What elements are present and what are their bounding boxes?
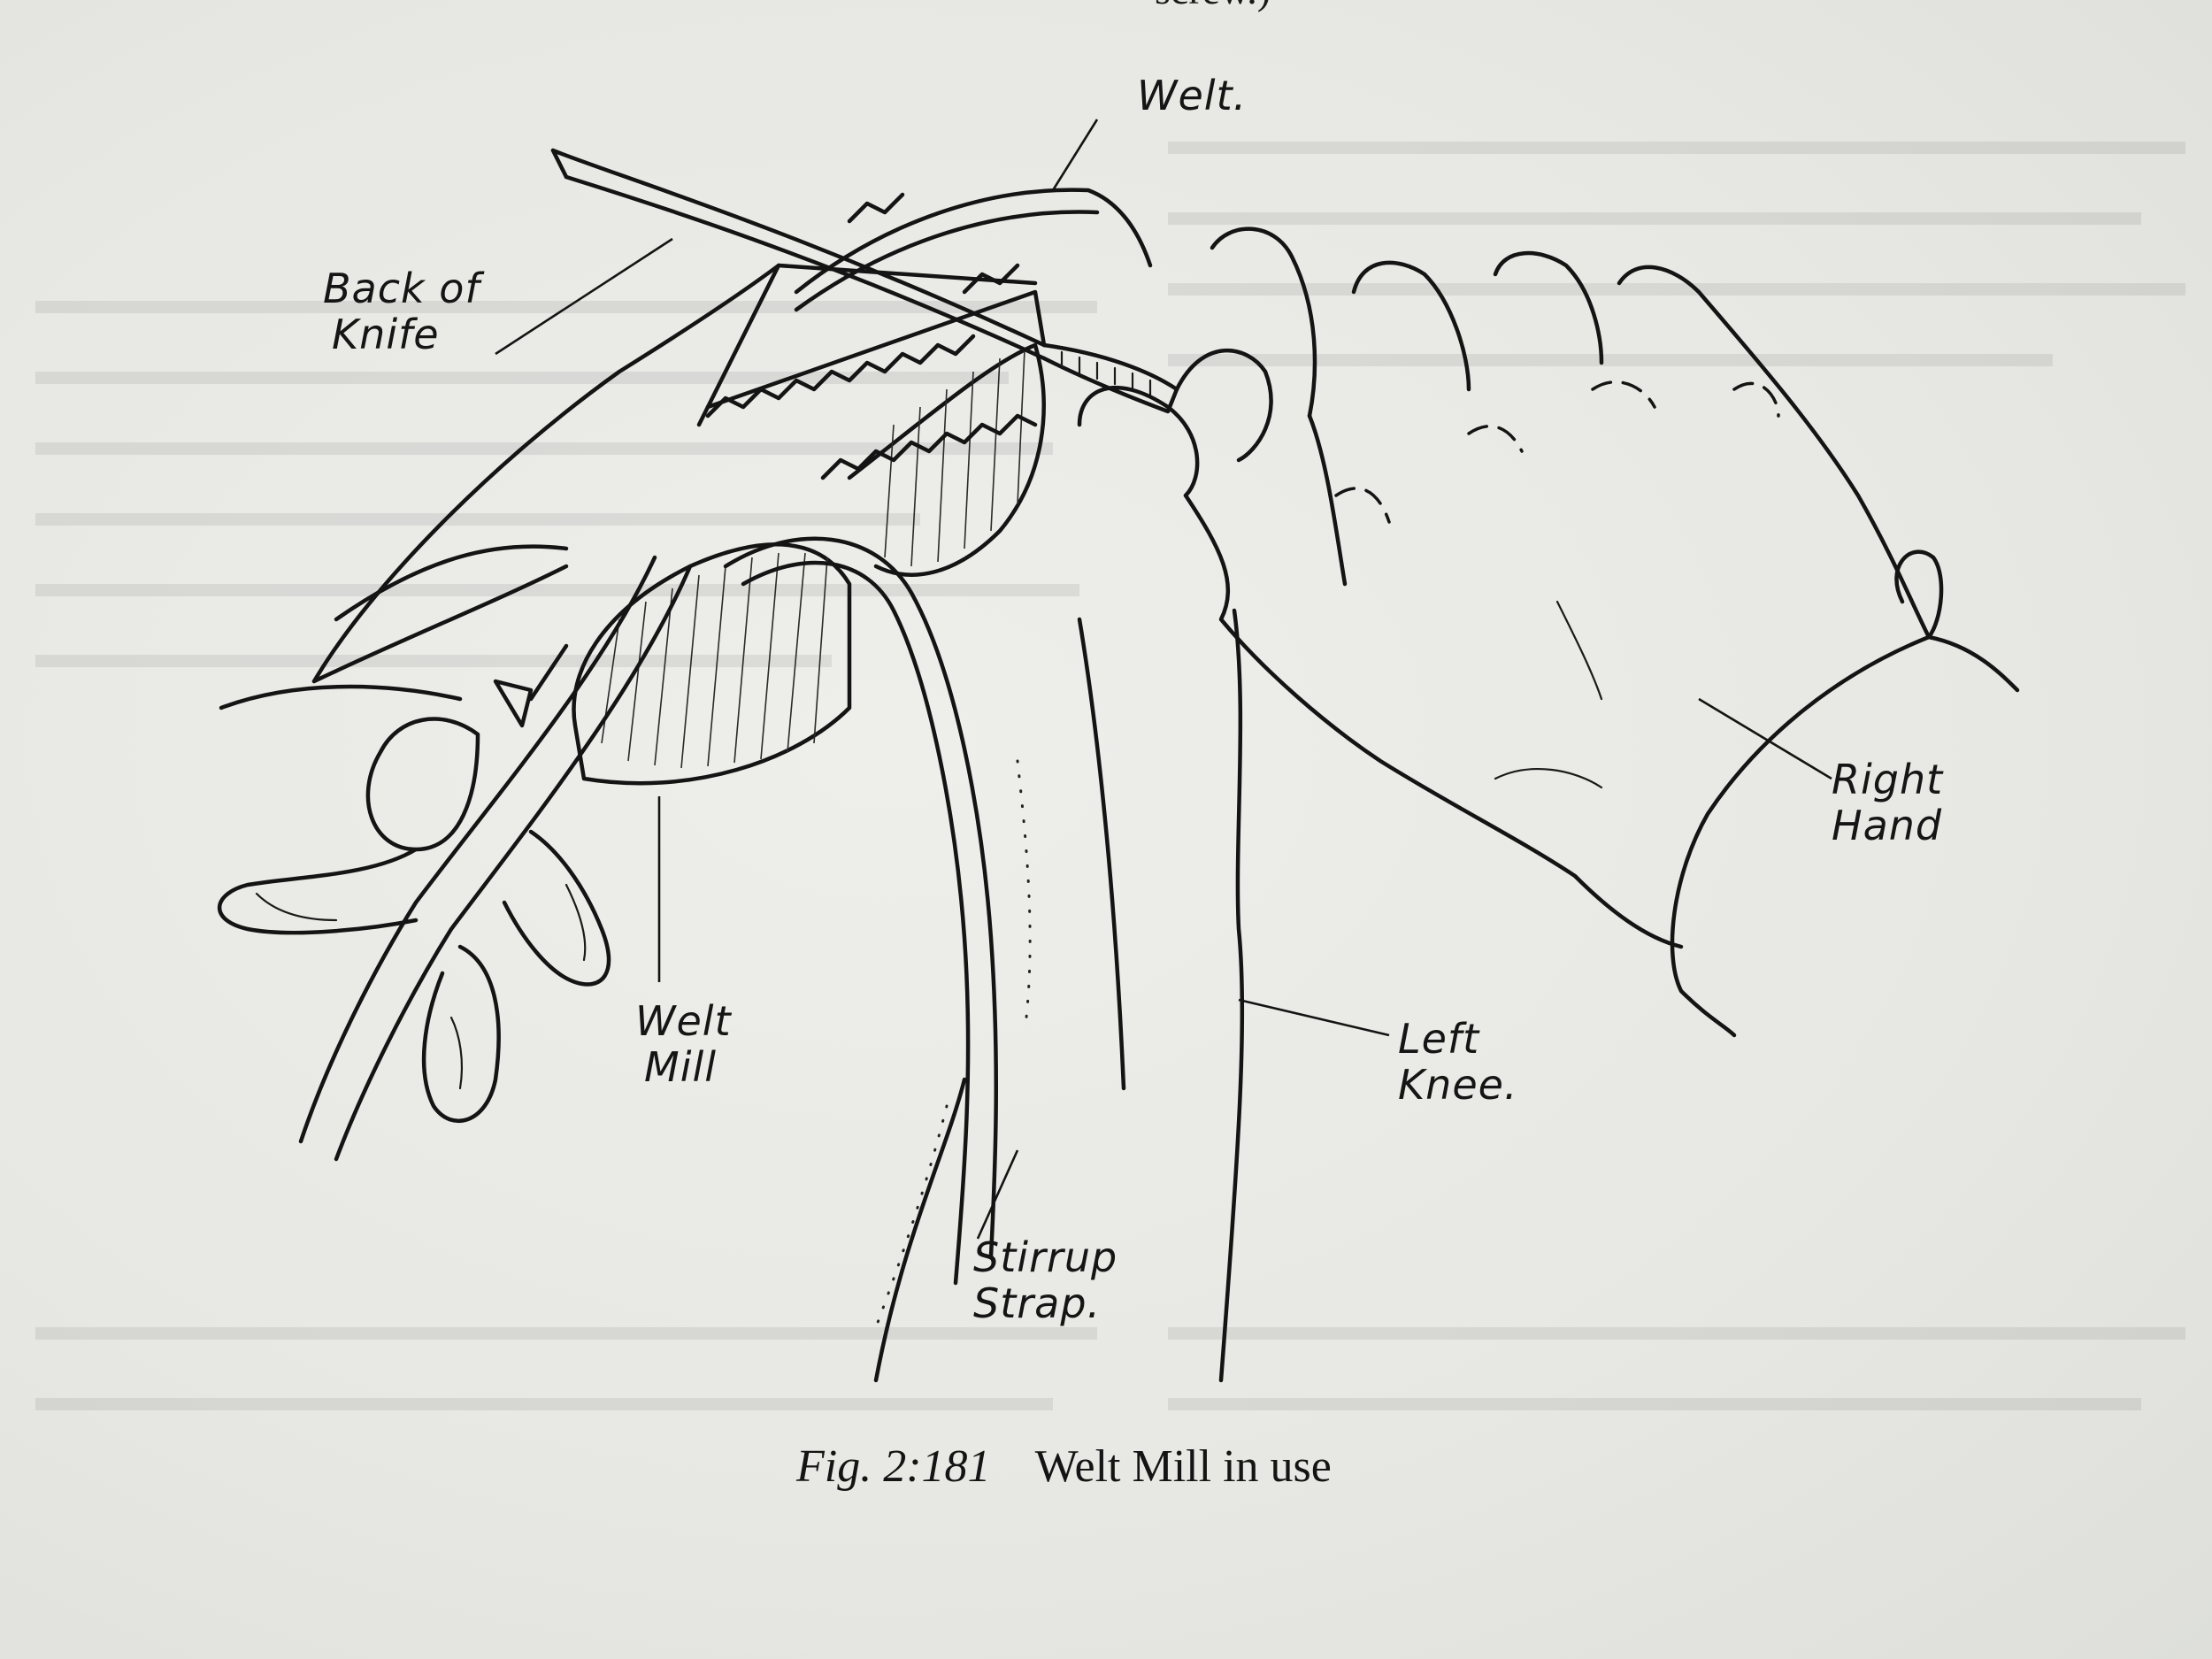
figure-number: Fig. 2:181 xyxy=(796,1441,991,1492)
back-of-knife-leader xyxy=(495,237,673,356)
stirrup-strap-leader xyxy=(976,1149,1019,1240)
welt-leader xyxy=(1051,119,1099,191)
straight-edge-drawing xyxy=(298,555,693,1162)
right-hand-drawing xyxy=(1077,227,1932,949)
label-left-knee: Left Knee. xyxy=(1398,1015,1518,1109)
left-arm-drawing xyxy=(219,263,781,710)
previous-text-fragment: screw.) xyxy=(1155,0,1271,13)
knife-drawing xyxy=(550,148,1179,414)
right-hand-leader xyxy=(1698,697,1832,780)
welt-drawing xyxy=(794,188,1153,312)
leader-lines xyxy=(495,119,1832,1240)
left-hand-drawing xyxy=(217,717,611,1123)
right-sleeve-drawing xyxy=(1670,549,2020,1038)
figure-caption: Fig. 2:181 Welt Mill in use xyxy=(796,1440,1332,1493)
label-welt-mill: Welt Mill xyxy=(635,997,732,1091)
label-right-hand: Right Hand xyxy=(1832,756,1944,849)
left-knee-leader xyxy=(1238,998,1390,1037)
welt-mill-drawing xyxy=(572,192,1047,786)
figure-title: Welt Mill in use xyxy=(1034,1441,1332,1492)
label-stirrup-strap: Stirrup Strap. xyxy=(973,1233,1118,1327)
label-welt: Welt. xyxy=(1137,72,1248,119)
label-back-of-knife: Back of Knife xyxy=(323,265,480,358)
left-knee-drawing xyxy=(1077,608,1245,1383)
stirrup-strap-drawing xyxy=(723,536,1032,1383)
